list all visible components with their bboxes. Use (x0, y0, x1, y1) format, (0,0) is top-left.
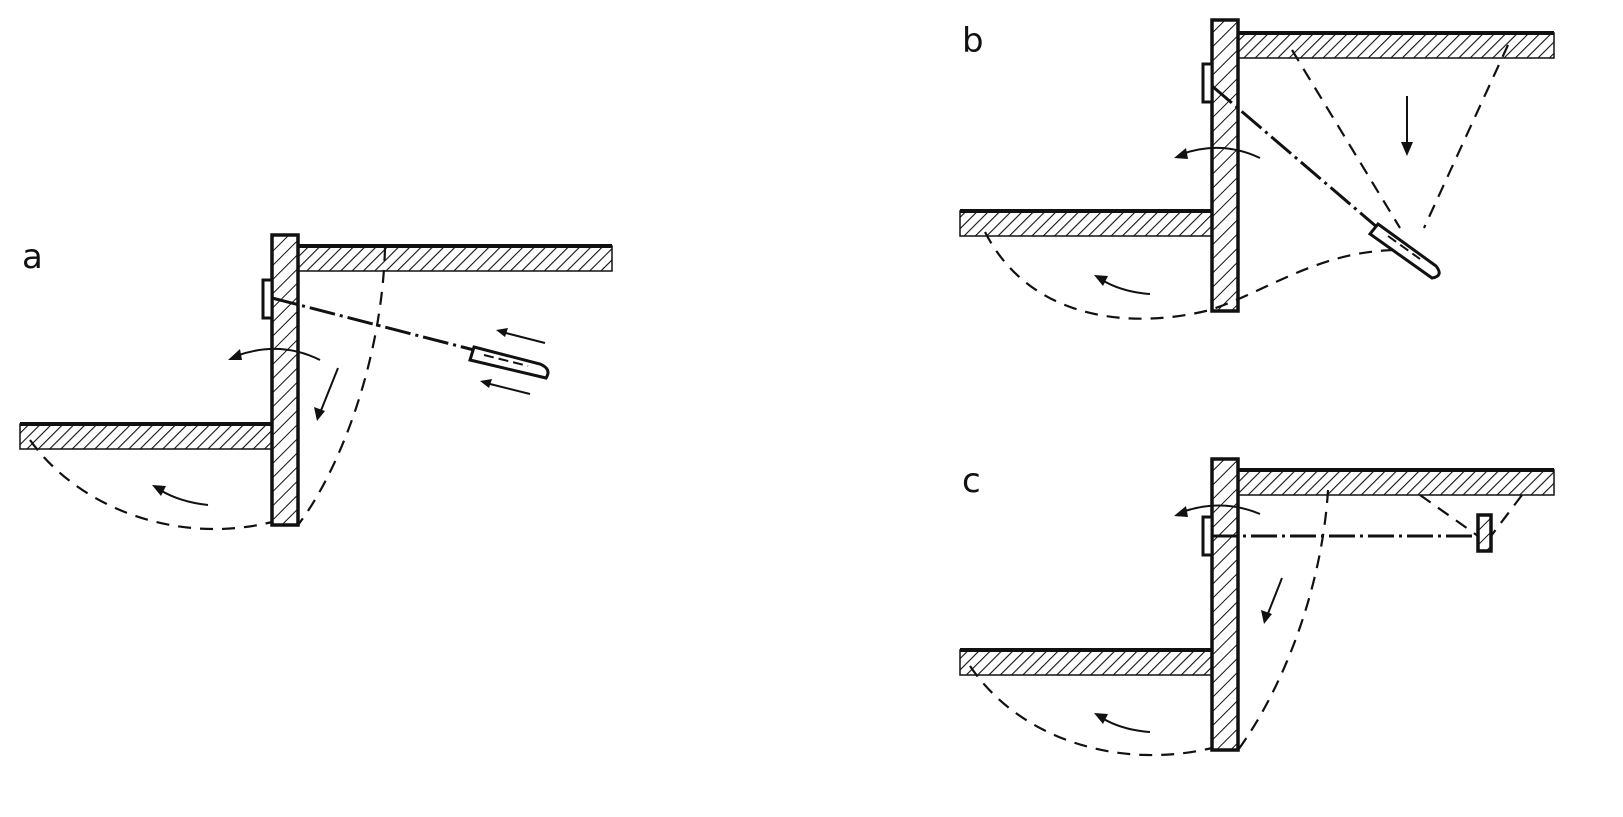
cone-right-b (1423, 44, 1509, 229)
anchor-plate-c (1476, 513, 1493, 553)
active-slip-surface-a (297, 247, 387, 526)
anchor-head-a (261, 278, 274, 320)
wedge-arrow-a (314, 367, 339, 421)
wedge-arrow-c (1261, 577, 1283, 624)
panel-label-c: c (962, 461, 981, 501)
lower-ground-c (959, 648, 1213, 676)
active-slip-surface-c (1237, 489, 1330, 751)
grout-body-a (468, 345, 550, 380)
upper-ground-c (1237, 468, 1555, 496)
tendon-a (271, 296, 475, 352)
passive-slip-surface-a (29, 439, 273, 531)
passive-arrow-a (152, 485, 209, 506)
uplift-arrow-b (1401, 96, 1413, 156)
panel-c: c (959, 457, 1555, 757)
anchor-head-c (1201, 515, 1214, 557)
friction-arrows-a (480, 328, 546, 395)
panel-b: b (959, 18, 1555, 320)
rotation-arrow-c (1174, 504, 1261, 517)
passive-arrow-b (1094, 275, 1151, 295)
passive-slip-surface-c (969, 665, 1213, 757)
deep-slip-surface-b (984, 231, 1401, 320)
grout-body-b (1367, 221, 1441, 280)
panel-label-a: a (22, 237, 43, 277)
sheet-pile-wall-a (270, 233, 300, 527)
rotation-arrow-b (1174, 146, 1261, 159)
panel-label-b: b (962, 21, 984, 61)
lower-ground-a (19, 422, 273, 450)
anchor-wedge-right-c (1490, 494, 1523, 537)
sheet-pile-wall-c (1210, 457, 1240, 752)
cone-left-b (1291, 49, 1401, 229)
rotation-arrow-a (228, 347, 321, 361)
tendon-b (1211, 84, 1379, 230)
panel-a: a (19, 233, 613, 531)
anchor-wedge-left-c (1419, 494, 1479, 537)
sheet-pile-wall-b (1210, 18, 1240, 313)
passive-arrow-c (1094, 713, 1151, 733)
anchor-head-b (1201, 62, 1214, 104)
upper-ground-a (297, 244, 613, 272)
lower-ground-b (959, 209, 1213, 237)
